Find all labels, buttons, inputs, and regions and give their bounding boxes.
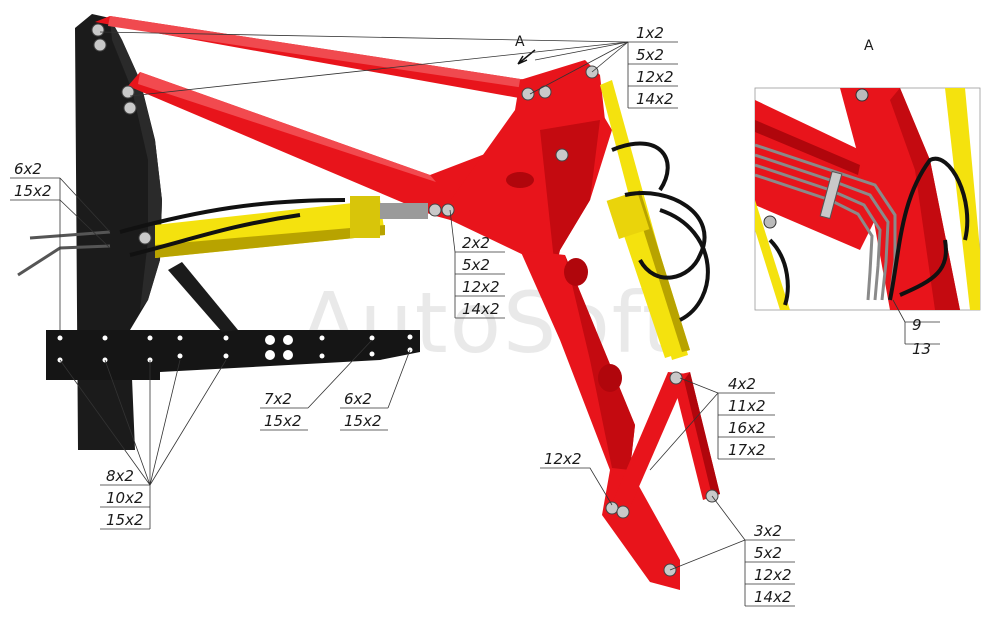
inset-title: A <box>864 38 874 54</box>
mounting-plate <box>46 330 420 380</box>
callout-label: 4x2 <box>728 375 756 393</box>
callout-label: 12x2 <box>544 450 582 468</box>
callout-bottom-right: 3x2 5x2 12x2 14x2 <box>754 522 792 606</box>
boom-main <box>440 60 680 590</box>
inset-callout-label: 13 <box>912 340 931 358</box>
leader-lines <box>10 31 795 607</box>
callout-link-pin: 12x2 <box>544 450 582 468</box>
callout-plate-b: 6x2 15x2 <box>344 390 382 430</box>
horizontal-hydraulic-cylinder <box>155 196 428 258</box>
callout-label: 16x2 <box>728 419 766 437</box>
brace-strut <box>168 262 238 332</box>
callout-label: 3x2 <box>754 522 782 540</box>
callout-label: 5x2 <box>462 256 490 274</box>
callout-top-right: 1x2 5x2 12x2 14x2 <box>636 24 674 108</box>
callout-label: 14x2 <box>754 588 792 606</box>
callout-plate-a: 7x2 15x2 <box>264 390 302 430</box>
view-letter: A <box>515 34 525 50</box>
callout-label: 8x2 <box>106 467 134 485</box>
callout-label: 5x2 <box>636 46 664 64</box>
callout-label: 10x2 <box>106 489 144 507</box>
hydraulic-hoses <box>119 141 710 322</box>
callout-label: 7x2 <box>264 390 292 408</box>
callout-label: 17x2 <box>728 441 766 459</box>
callout-label: 6x2 <box>14 160 42 178</box>
callout-mid-cylinder: 2x2 5x2 12x2 14x2 <box>462 234 500 318</box>
callout-left-hoses: 6x2 15x2 <box>14 160 52 200</box>
callout-label: 5x2 <box>754 544 782 562</box>
callout-label: 15x2 <box>106 511 144 529</box>
inset-callout-label: 9 <box>912 316 922 334</box>
callout-label: 14x2 <box>462 300 500 318</box>
callout-label: 12x2 <box>754 566 792 584</box>
callout-label: 1x2 <box>636 24 664 42</box>
callout-label: 12x2 <box>636 68 674 86</box>
callout-label: 14x2 <box>636 90 674 108</box>
callout-label: 15x2 <box>344 412 382 430</box>
inset-view: 9 13 <box>754 87 981 358</box>
callout-label: 15x2 <box>14 182 52 200</box>
callout-label: 11x2 <box>728 397 766 415</box>
callout-label: 6x2 <box>344 390 372 408</box>
lower-linkage <box>610 372 720 512</box>
callout-label: 15x2 <box>264 412 302 430</box>
callout-link-right: 4x2 11x2 16x2 17x2 <box>728 375 766 459</box>
callout-label: 2x2 <box>462 234 490 252</box>
callout-label: 12x2 <box>462 278 500 296</box>
callout-bottom-left: 8x2 10x2 15x2 <box>106 467 144 529</box>
